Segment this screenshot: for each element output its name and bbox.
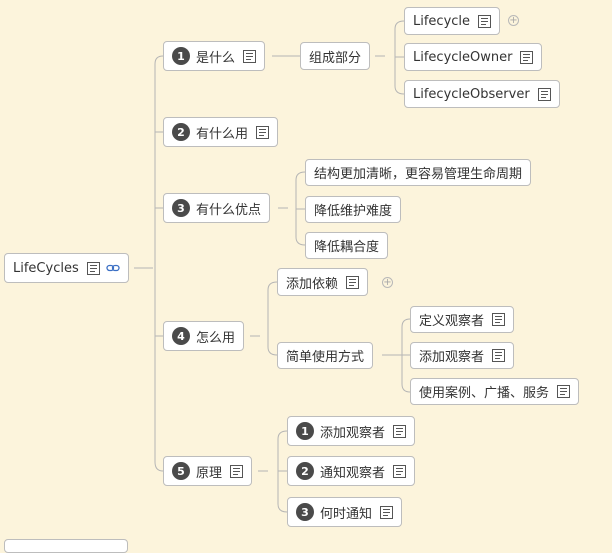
branch-label: 有什么优点 xyxy=(196,202,262,218)
topic-label: 添加依赖 xyxy=(286,276,339,292)
note-icon[interactable] xyxy=(380,505,394,519)
topic-label: 使用案例、广播、服务 xyxy=(419,386,550,401)
number-badge: 1 xyxy=(296,422,314,440)
topic-clearer-structure[interactable]: 结构更加清晰，更容易管理生命周期 xyxy=(305,159,532,186)
topic-label: 组成部分 xyxy=(309,50,362,66)
topic-label: 降低维护难度 xyxy=(314,204,393,219)
expand-plus-icon[interactable]: + xyxy=(508,15,519,26)
topic-components[interactable]: 组成部分 xyxy=(300,42,371,70)
offscreen-topic[interactable] xyxy=(4,539,128,553)
topic-usage-cases[interactable]: 使用案例、广播、服务 xyxy=(410,378,580,405)
number-badge: 3 xyxy=(296,503,314,521)
root-topic[interactable]: LifeCycles xyxy=(4,253,129,283)
topic-lifecycle[interactable]: Lifecycle xyxy=(404,7,501,35)
topic-label: Lifecycle xyxy=(413,13,471,29)
expand-plus-icon[interactable]: + xyxy=(382,277,393,288)
topic-label: 简单使用方式 xyxy=(286,350,365,365)
topic-add-dependency[interactable]: 添加依赖 xyxy=(277,268,369,296)
note-icon[interactable] xyxy=(537,87,551,101)
root-topic-label: LifeCycles xyxy=(13,260,79,276)
topic-simple-usage[interactable]: 简单使用方式 xyxy=(277,342,374,369)
number-badge: 2 xyxy=(296,462,314,480)
branch-label: 是什么 xyxy=(196,50,236,66)
branch-what-is[interactable]: 1 是什么 xyxy=(163,41,266,71)
note-icon[interactable] xyxy=(492,349,506,362)
topic-label: 通知观察者 xyxy=(320,465,386,481)
topic-lifecycle-owner[interactable]: LifecycleOwner xyxy=(404,43,543,71)
number-badge: 1 xyxy=(172,47,190,65)
number-badge: 2 xyxy=(172,123,190,141)
topic-principle-add-observer[interactable]: 1 添加观察者 xyxy=(287,416,416,446)
note-icon[interactable] xyxy=(393,424,407,438)
topic-label: 添加观察者 xyxy=(419,350,485,365)
branch-label: 有什么用 xyxy=(196,126,249,142)
note-icon[interactable] xyxy=(243,49,257,63)
topic-label: 何时通知 xyxy=(320,506,373,522)
topic-add-observer[interactable]: 添加观察者 xyxy=(410,342,515,369)
topic-principle-when-notify[interactable]: 3 何时通知 xyxy=(287,497,403,527)
number-badge: 3 xyxy=(172,199,190,217)
topic-label: 降低耦合度 xyxy=(314,240,380,255)
topic-label: 结构更加清晰，更容易管理生命周期 xyxy=(314,167,523,182)
number-badge: 5 xyxy=(172,462,190,480)
branch-label: 原理 xyxy=(196,465,223,481)
branch-label: 怎么用 xyxy=(196,330,236,346)
note-icon[interactable] xyxy=(86,261,100,275)
note-icon[interactable] xyxy=(557,385,571,398)
note-icon[interactable] xyxy=(492,313,506,326)
topic-lifecycle-observer[interactable]: LifecycleObserver xyxy=(404,80,560,108)
topic-principle-notify-observer[interactable]: 2 通知观察者 xyxy=(287,456,416,486)
number-badge: 4 xyxy=(172,327,190,345)
branch-principle[interactable]: 5 原理 xyxy=(163,456,253,486)
link-icon[interactable] xyxy=(106,263,120,273)
note-icon[interactable] xyxy=(256,125,270,139)
note-icon[interactable] xyxy=(230,464,244,478)
topic-label: LifecycleOwner xyxy=(413,49,513,65)
note-icon[interactable] xyxy=(520,50,534,64)
note-icon[interactable] xyxy=(478,14,492,28)
topic-less-maintenance[interactable]: 降低维护难度 xyxy=(305,196,402,223)
topic-define-observer[interactable]: 定义观察者 xyxy=(410,306,515,333)
branch-what-use[interactable]: 2 有什么用 xyxy=(163,117,279,147)
topic-label: 定义观察者 xyxy=(419,314,485,329)
note-icon[interactable] xyxy=(393,464,407,478)
topic-label: LifecycleObserver xyxy=(413,86,530,102)
branch-how-to-use[interactable]: 4 怎么用 xyxy=(163,321,245,351)
note-icon[interactable] xyxy=(346,275,360,289)
topic-less-coupling[interactable]: 降低耦合度 xyxy=(305,232,389,259)
branch-advantages[interactable]: 3 有什么优点 xyxy=(163,193,271,223)
topic-label: 添加观察者 xyxy=(320,425,386,441)
